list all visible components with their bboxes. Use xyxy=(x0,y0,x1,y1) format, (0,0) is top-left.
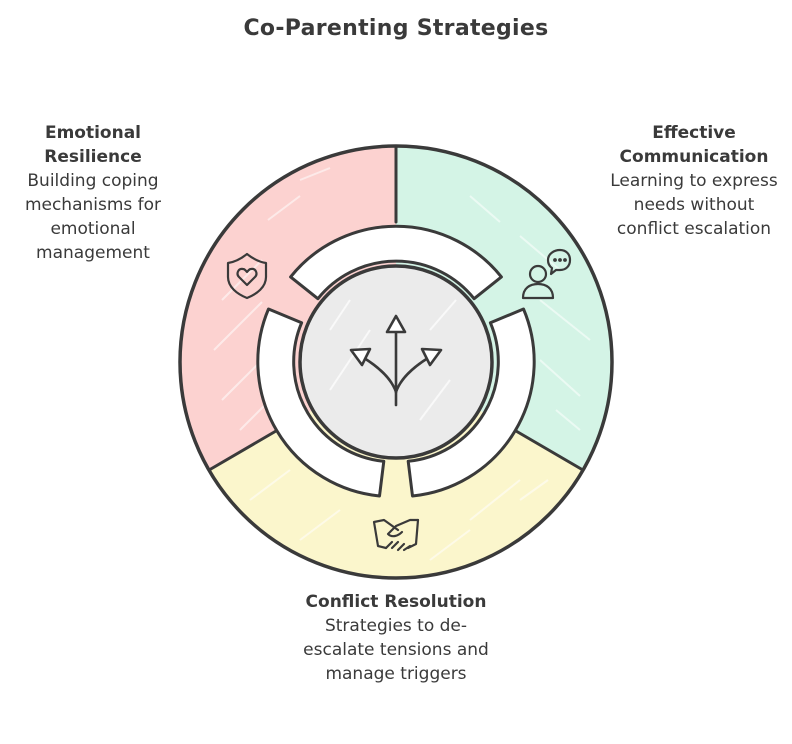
handshake-icon xyxy=(372,518,420,552)
inner-arc-right xyxy=(406,307,536,498)
description-effective-communication: Learning to express needs without confli… xyxy=(610,171,778,239)
person-speech-bubble-icon xyxy=(521,248,572,300)
outer-ring-border xyxy=(178,144,614,580)
label-effective-communication: Effective Communication Learning to expr… xyxy=(606,121,782,241)
heading-emotional-resilience: Emotional Resilience xyxy=(44,123,142,167)
inner-arc-top xyxy=(289,224,503,301)
diverging-arrows-icon xyxy=(349,314,443,407)
label-conflict-resolution: Conflict Resolution Strategies to de-esc… xyxy=(296,590,496,686)
inner-ring xyxy=(256,224,536,498)
diagram-title: Co-Parenting Strategies xyxy=(243,16,549,41)
center-hatch xyxy=(329,299,457,421)
segment-conflict-resolution xyxy=(209,362,583,578)
description-conflict-resolution: Strategies to de-escalate tensions and m… xyxy=(303,616,489,684)
segment-dividers xyxy=(207,144,585,472)
hatch-texture xyxy=(213,167,591,561)
heart-shield-icon xyxy=(226,252,268,300)
description-emotional-resilience: Building coping mechanisms for emotional… xyxy=(24,171,162,263)
heading-effective-communication: Effective Communication xyxy=(619,123,769,167)
heading-conflict-resolution: Conflict Resolution xyxy=(305,592,487,612)
label-emotional-resilience: Emotional Resilience Building coping mec… xyxy=(8,121,178,265)
inner-arc-left xyxy=(256,307,386,498)
